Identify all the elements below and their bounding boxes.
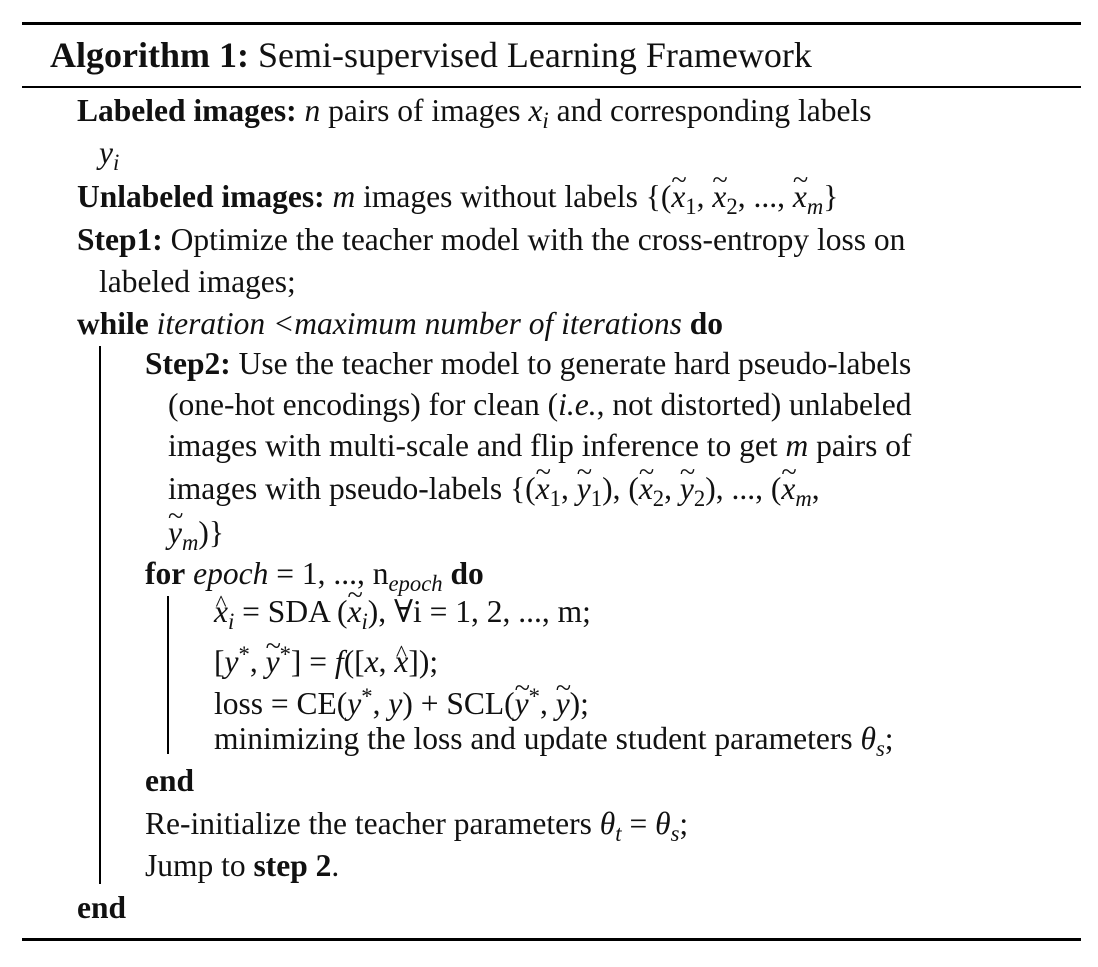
- jump-line: Jump to step 2.: [145, 848, 340, 883]
- unlabeled-images-line: Unlabeled images: m images without label…: [77, 160, 838, 228]
- while-keyword: while: [77, 306, 149, 341]
- unlabeled-key: Unlabeled images:: [77, 179, 325, 214]
- for-do-keyword: do: [450, 556, 484, 591]
- end-while-line: end: [77, 887, 126, 929]
- end-for-keyword: end: [145, 763, 195, 798]
- step1-line: Step1: Optimize the teacher model with t…: [77, 222, 906, 257]
- end-for-line: end: [145, 760, 194, 802]
- top-rule: [22, 22, 1081, 25]
- step2-line: Step2: Use the teacher model to generate…: [145, 346, 912, 381]
- end-while-keyword: end: [77, 890, 127, 925]
- step2-line-c: images with multi-scale and flip inferen…: [168, 428, 912, 463]
- while-condition: iteration <maximum number of iterations: [156, 306, 682, 341]
- step1-line-cont: labeled images;: [99, 264, 296, 299]
- algorithm-caption: Algorithm 1: Semi-supervised Learning Fr…: [50, 28, 812, 82]
- labeled-images-line: Labeled images: n pairs of images xi and…: [77, 93, 872, 133]
- minimize-line: minimizing the loss and update student p…: [214, 721, 894, 761]
- step2-key: Step2:: [145, 346, 231, 381]
- loss-line: loss = CE(y*, y) + SCL(y*, y);: [214, 668, 589, 725]
- sda-line: xi = SDA (xi), ∀i = 1, 2, ..., m;: [214, 575, 591, 643]
- while-do-keyword: do: [689, 306, 724, 341]
- step2-line-b: (one-hot encodings) for clean (i.e., not…: [168, 387, 912, 422]
- step1-key: Step1:: [77, 222, 163, 257]
- while-block-bar: [99, 346, 101, 884]
- labeled-key: Labeled images:: [77, 93, 297, 128]
- reinit-line: Re-initialize the teacher parameters θt …: [145, 806, 689, 846]
- forward-line: [y*, y*] = f([x, x]);: [214, 626, 438, 683]
- header-rule: [22, 86, 1081, 88]
- bottom-rule: [22, 938, 1081, 941]
- for-line: for epoch = 1, ..., nepoch do: [145, 556, 484, 596]
- labeled-images-line-cont: yi: [99, 135, 120, 175]
- for-keyword: for: [145, 556, 186, 591]
- algorithm-title: Semi-supervised Learning Framework: [257, 35, 812, 75]
- step2-line-e: ym)}: [168, 496, 224, 564]
- while-line: while iteration <maximum number of itera…: [77, 303, 723, 345]
- step2-line-d: images with pseudo-labels {(x1, y1), (x2…: [168, 452, 820, 520]
- for-block-bar: [167, 596, 169, 754]
- algorithm-label: Algorithm 1:: [50, 35, 249, 75]
